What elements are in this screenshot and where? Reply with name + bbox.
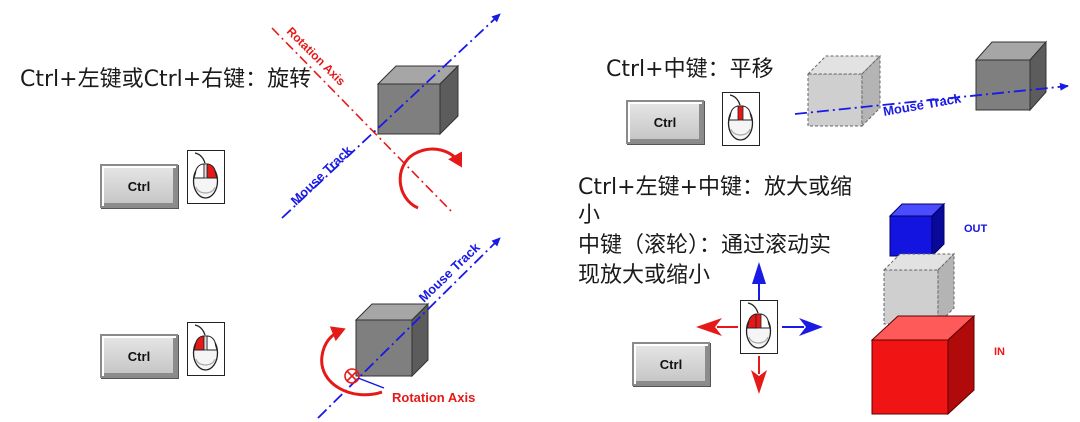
rotation-axis-line <box>271 27 453 213</box>
mouse-track-line-pan <box>794 82 1069 115</box>
mouse-track-label-top-left: Mouse Track <box>288 142 356 208</box>
zoom-caption-line3: 中键（滚轮）：通过滚动实 <box>578 233 832 258</box>
rotation-axis-label-bottom: Rotation Axis <box>392 390 475 405</box>
zoom-caption-line2: 小 <box>578 203 601 228</box>
gray-cube-bottom-left <box>354 302 430 378</box>
ghost-cube-pan <box>806 54 882 128</box>
ctrl-key-rotate-top: Ctrl <box>100 164 178 208</box>
zoom-caption-line1: Ctrl+左键+中键：放大或缩 <box>578 175 853 200</box>
pan-caption: Ctrl+中键：平移 <box>606 57 774 82</box>
rotation-axis-marker <box>344 368 385 389</box>
ctrl-key-rotate-bottom: Ctrl <box>100 334 178 378</box>
mouse-left-right-button-icon-2 <box>187 322 225 376</box>
red-in-cube <box>870 314 976 416</box>
ctrl-key-pan: Ctrl <box>626 100 704 144</box>
blue-out-cube <box>888 202 946 258</box>
mouse-track-line-top-left <box>281 13 501 219</box>
mouse-track-line-bottom-left <box>317 237 501 419</box>
out-label: OUT <box>964 223 988 235</box>
zoom-direction-arrows <box>696 262 823 394</box>
ctrl-key-zoom: Ctrl <box>632 342 710 386</box>
mouse-track-label-bottom-left: Mouse Track <box>416 239 484 305</box>
ghost-cube-zoom <box>882 252 956 326</box>
rotation-arrow-top-left <box>398 147 462 210</box>
zoom-caption-line4: 现放大或缩小 <box>578 263 711 288</box>
gray-cube-pan <box>974 40 1048 112</box>
mouse-wheel-icon <box>740 300 778 354</box>
rotation-arrow-bottom-left <box>320 326 383 397</box>
gray-cube-top-left <box>376 64 460 136</box>
mouse-left-right-button-icon <box>187 150 225 204</box>
rotate-caption: Ctrl+左键或Ctrl+右键：旋转 <box>20 67 312 92</box>
in-label: IN <box>994 346 1005 358</box>
mouse-track-label-pan: Mouse Track <box>882 90 963 119</box>
mouse-middle-button-icon <box>722 92 760 146</box>
